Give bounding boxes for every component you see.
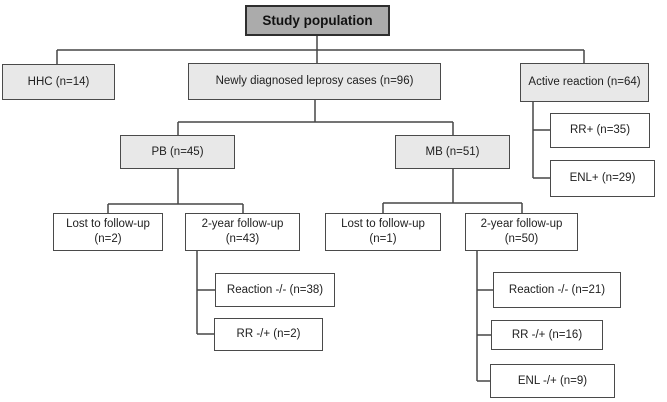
connector-mb-followup-children — [476, 251, 493, 382]
node-enl-positive: ENL+ (n=29) — [550, 160, 655, 197]
node-mb-rr: RR -/+ (n=16) — [491, 320, 603, 350]
connector-active-children — [532, 102, 550, 179]
connector-pb-children — [107, 169, 244, 213]
node-active-reaction: Active reaction (n=64) — [520, 63, 649, 102]
node-pb-reaction-neg: Reaction -/- (n=38) — [215, 273, 335, 307]
node-rr-positive: RR+ (n=35) — [550, 113, 650, 148]
node-pb-lost-followup: Lost to follow-up (n=2) — [53, 213, 163, 251]
connector-root-to-level1 — [56, 36, 585, 64]
node-mb-enl: ENL -/+ (n=9) — [490, 364, 615, 398]
node-study-population: Study population — [245, 5, 390, 36]
node-newly-diagnosed: Newly diagnosed leprosy cases (n=96) — [188, 63, 441, 100]
node-mb-lost-followup: Lost to follow-up (n=1) — [325, 213, 441, 251]
node-pb: PB (n=45) — [120, 135, 235, 169]
node-pb-rr: RR -/+ (n=2) — [214, 318, 323, 351]
node-mb-2year-followup: 2-year follow-up (n=50) — [465, 213, 578, 251]
connector-newly-to-pb-mb — [177, 100, 454, 135]
connector-mb-children — [382, 169, 523, 213]
node-mb: MB (n=51) — [395, 135, 510, 169]
connector-pb-followup-children — [196, 251, 215, 335]
node-hhc: HHC (n=14) — [2, 64, 115, 100]
node-pb-2year-followup: 2-year follow-up (n=43) — [185, 213, 300, 251]
node-mb-reaction-neg: Reaction -/- (n=21) — [493, 272, 621, 308]
